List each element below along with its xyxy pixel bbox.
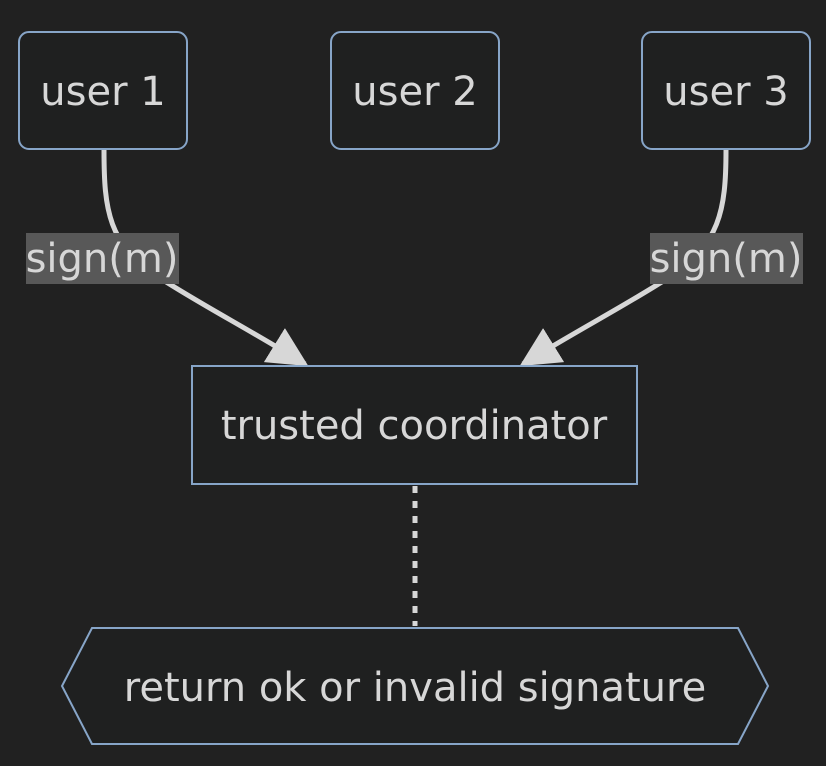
node-return-result-label: return ok or invalid signature	[124, 665, 706, 711]
edge-label-user3: sign(m)	[650, 233, 803, 284]
node-return-result: return ok or invalid signature	[60, 627, 770, 745]
node-user-2-label: user 2	[352, 69, 477, 115]
node-trusted-coordinator-label: trusted coordinator	[221, 403, 608, 449]
edge-label-user1: sign(m)	[26, 233, 179, 284]
node-trusted-coordinator: trusted coordinator	[191, 365, 638, 485]
node-user-1: user 1	[18, 31, 188, 150]
node-user-3: user 3	[641, 31, 811, 150]
node-user-2: user 2	[330, 31, 500, 150]
edge-label-user1-text: sign(m)	[26, 236, 179, 282]
node-user-1-label: user 1	[40, 69, 165, 115]
node-user-3-label: user 3	[663, 69, 788, 115]
edge-label-user3-text: sign(m)	[650, 236, 803, 282]
